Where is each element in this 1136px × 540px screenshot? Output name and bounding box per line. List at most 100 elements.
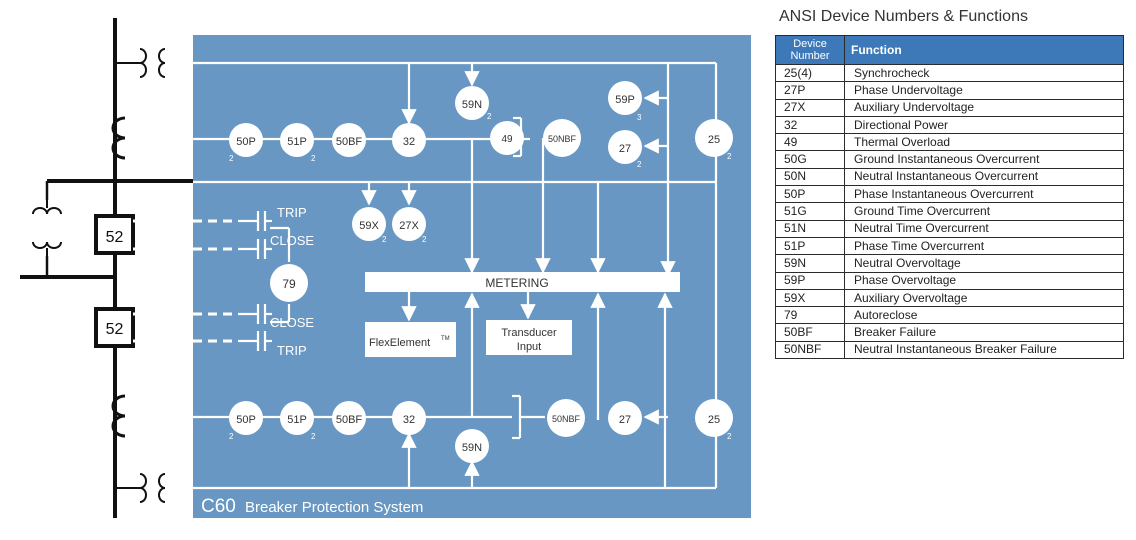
device-number-cell: 27X <box>775 98 845 117</box>
device-number-cell: 50NBF <box>775 340 845 360</box>
transducer-block: Transducer Input <box>486 320 572 355</box>
close-label-lower: CLOSE <box>270 315 314 330</box>
device-number-cell: 25(4) <box>775 63 845 83</box>
flexelement-block: FlexElement TM <box>365 322 456 357</box>
relay-51P-lower: 51P 2 <box>280 401 316 441</box>
relay-50BF-upper: 50BF <box>332 123 366 157</box>
device-number-cell: 59X <box>775 288 845 308</box>
function-cell: Autoreclose <box>844 306 1124 325</box>
function-cell: Neutral Instantaneous Overcurrent <box>844 167 1124 187</box>
device-number-cell: 32 <box>775 115 845 135</box>
svg-text:2: 2 <box>637 160 642 169</box>
svg-text:50NBF: 50NBF <box>552 414 581 424</box>
busbars <box>20 18 193 518</box>
svg-text:50BF: 50BF <box>336 414 363 426</box>
svg-text:51P: 51P <box>287 414 307 426</box>
system-name: C60 <box>201 496 236 517</box>
svg-text:3: 3 <box>637 113 642 122</box>
device-number-cell: 50P <box>775 185 845 204</box>
function-cell: Ground Time Overcurrent <box>844 202 1124 221</box>
function-cell: Neutral Overvoltage <box>844 254 1124 273</box>
svg-text:METERING: METERING <box>485 276 548 290</box>
relay-59X: 59X 2 <box>352 207 387 244</box>
breaker-lower-label: 52 <box>106 321 124 338</box>
function-cell: Ground Instantaneous Overcurrent <box>844 150 1124 169</box>
device-number-cell: 27P <box>775 81 845 100</box>
relay-25-upper: 25 2 <box>695 119 733 161</box>
svg-text:79: 79 <box>282 277 296 291</box>
function-cell: Auxiliary Undervoltage <box>844 98 1124 117</box>
device-number-cell: 79 <box>775 306 845 325</box>
svg-text:27: 27 <box>619 143 631 155</box>
close-label-upper: CLOSE <box>270 233 314 248</box>
svg-text:59N: 59N <box>462 99 482 111</box>
relay-59P: 59P 3 <box>608 81 642 122</box>
table-row: 25(4)Synchrocheck <box>775 63 1124 83</box>
system-subtitle: Breaker Protection System <box>245 499 423 516</box>
svg-text:2: 2 <box>311 154 316 163</box>
svg-text:50P: 50P <box>236 136 256 148</box>
svg-text:25: 25 <box>708 134 720 146</box>
svg-text:51P: 51P <box>287 136 307 148</box>
relay-49: 49 <box>490 121 524 155</box>
device-number-cell: 59P <box>775 271 845 290</box>
relay-27-upper: 27 2 <box>608 130 642 169</box>
svg-text:2: 2 <box>422 235 427 244</box>
svg-text:27: 27 <box>619 414 631 426</box>
device-number-cell: 51N <box>775 219 845 238</box>
upper-relay-row: 50P 2 51P 2 50BF 32 49 50NBF 27 2 25 2 <box>229 119 733 169</box>
relay-59N-lower: 59N <box>455 429 489 463</box>
ansi-title: ANSI Device Numbers & Functions <box>779 8 1028 25</box>
svg-text:2: 2 <box>727 152 732 161</box>
svg-text:TM: TM <box>441 336 450 342</box>
relay-50P-lower: 50P 2 <box>229 401 263 441</box>
relay-51P-upper: 51P 2 <box>280 123 316 163</box>
svg-text:50NBF: 50NBF <box>548 134 577 144</box>
svg-text:2: 2 <box>229 432 234 441</box>
svg-text:25: 25 <box>708 414 720 426</box>
relay-50P-upper: 50P 2 <box>229 123 263 163</box>
svg-text:59N: 59N <box>462 442 482 454</box>
device-number-cell: 51P <box>775 236 845 256</box>
function-cell: Synchrocheck <box>844 63 1124 83</box>
function-cell: Breaker Failure <box>844 323 1124 342</box>
svg-text:50P: 50P <box>236 414 256 426</box>
svg-text:2: 2 <box>487 112 492 121</box>
svg-text:27X: 27X <box>399 220 419 232</box>
svg-text:59X: 59X <box>359 220 379 232</box>
function-cell: Auxiliary Overvoltage <box>844 288 1124 308</box>
control-contacts: TRIP CLOSE CLOSE TRIP <box>133 205 314 358</box>
metering-block: METERING <box>365 272 680 292</box>
svg-text:32: 32 <box>403 136 415 148</box>
relay-27X: 27X 2 <box>392 207 427 244</box>
svg-text:Input: Input <box>517 341 541 353</box>
relay-25-lower: 25 2 <box>695 399 733 441</box>
svg-text:2: 2 <box>727 432 732 441</box>
device-number-cell: 49 <box>775 133 845 152</box>
svg-text:2: 2 <box>311 432 316 441</box>
relay-59N-upper: 59N 2 <box>455 86 492 121</box>
svg-text:50BF: 50BF <box>336 136 363 148</box>
device-number-cell: 50G <box>775 150 845 169</box>
svg-text:FlexElement: FlexElement <box>369 337 430 349</box>
relay-32-lower: 32 <box>392 401 426 435</box>
relay-32-upper: 32 <box>392 123 426 157</box>
svg-text:59P: 59P <box>615 94 635 106</box>
protection-diagram: 52 52 TRIP CLOSE CLOSE TRIP <box>20 18 751 518</box>
col-function-header: Function <box>844 35 1124 65</box>
function-cell: Phase Overvoltage <box>844 271 1124 290</box>
ansi-header-row: Device Number Function <box>775 35 1124 65</box>
trip-label-upper: TRIP <box>277 205 307 220</box>
